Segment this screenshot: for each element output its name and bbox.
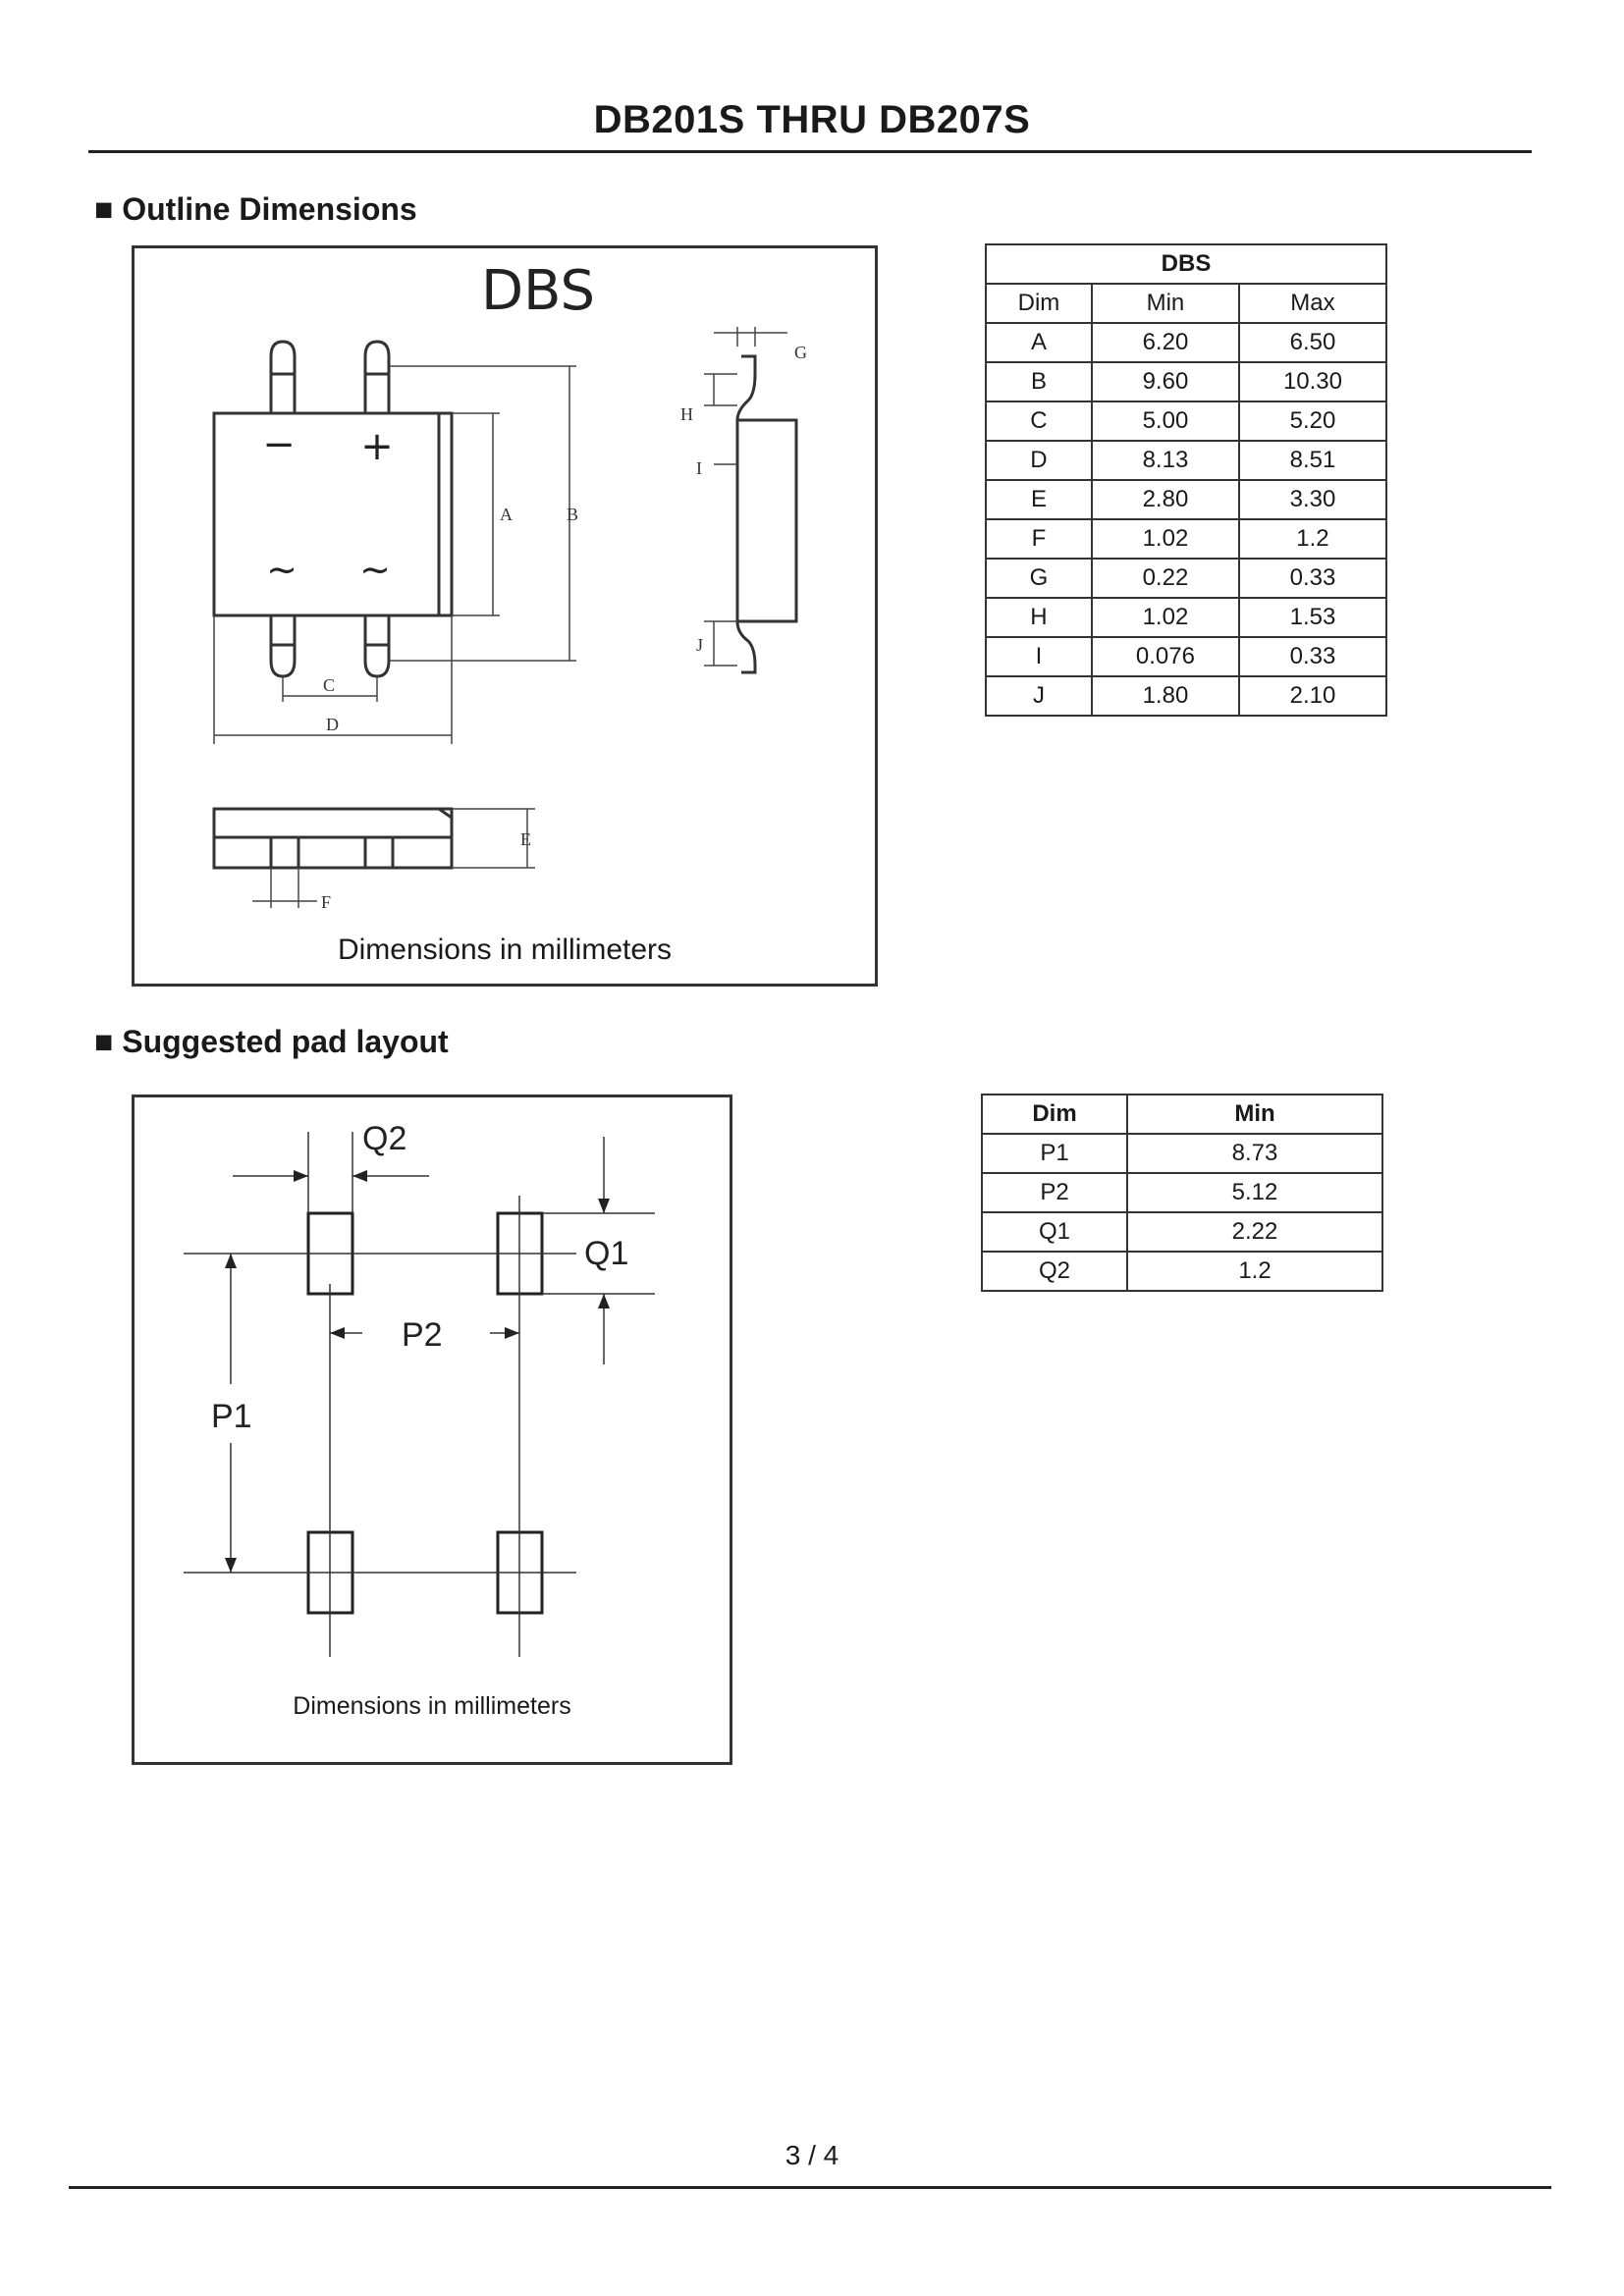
cell-min: 8.73 bbox=[1126, 1133, 1383, 1174]
column-header: Min bbox=[1126, 1094, 1383, 1135]
dim-label-c: C bbox=[323, 675, 335, 695]
cell-dim: D bbox=[985, 440, 1093, 481]
cell-min: 1.02 bbox=[1090, 597, 1240, 638]
cell-min: 1.2 bbox=[1126, 1251, 1383, 1292]
cell-max: 2.10 bbox=[1237, 675, 1388, 717]
table-header-row: Dim Min Max bbox=[985, 283, 1388, 324]
cell-dim: J bbox=[985, 675, 1093, 717]
cell-max: 1.2 bbox=[1237, 518, 1388, 560]
cell-dim: Q2 bbox=[981, 1251, 1128, 1292]
cell-max: 6.50 bbox=[1237, 322, 1388, 363]
dim-label-d: D bbox=[326, 715, 339, 734]
package-body bbox=[212, 411, 454, 617]
cell-dim: A bbox=[985, 322, 1093, 363]
pad-caption: Dimensions in millimeters bbox=[293, 1692, 571, 1720]
package-label: DBS bbox=[481, 259, 595, 323]
cell-min: 9.60 bbox=[1090, 361, 1240, 402]
pad-drawing-svg: Q2 Q1 P2 P1 bbox=[184, 1120, 655, 1657]
table-group-row: DBS bbox=[985, 243, 1387, 285]
cell-dim: P2 bbox=[981, 1172, 1128, 1213]
cell-min: 5.12 bbox=[1126, 1172, 1383, 1213]
dim-label-b: B bbox=[567, 505, 578, 524]
pin-minus-symbol: − bbox=[262, 422, 296, 467]
outline-drawing: A B C D E F G H I J − + ~ ~ DBS Dimensio… bbox=[132, 245, 878, 987]
table-group-header: DBS bbox=[985, 243, 1387, 285]
label-q2: Q2 bbox=[362, 1120, 406, 1157]
dim-label-a: A bbox=[500, 505, 513, 524]
cell-max: 8.51 bbox=[1237, 440, 1388, 481]
cell-min: 0.22 bbox=[1090, 558, 1240, 599]
column-header: Dim bbox=[985, 283, 1093, 324]
dim-label-f: F bbox=[321, 892, 331, 912]
cell-min: 8.13 bbox=[1090, 440, 1240, 481]
page-title: DB201S THRU DB207S bbox=[593, 98, 1031, 141]
dim-label-h: H bbox=[680, 404, 693, 424]
cell-dim: C bbox=[985, 400, 1093, 442]
cell-dim: F bbox=[985, 518, 1093, 560]
label-p2: P2 bbox=[402, 1316, 443, 1354]
dim-label-j: J bbox=[696, 635, 703, 655]
label-q1: Q1 bbox=[584, 1235, 628, 1272]
cell-dim: B bbox=[985, 361, 1093, 402]
cell-min: 6.20 bbox=[1090, 322, 1240, 363]
column-header: Max bbox=[1237, 283, 1388, 324]
footer-rule bbox=[69, 2186, 1551, 2189]
cell-max: 10.30 bbox=[1237, 361, 1388, 402]
cell-min: 2.22 bbox=[1126, 1211, 1383, 1253]
cell-dim: P1 bbox=[981, 1133, 1128, 1174]
cell-dim: Q1 bbox=[981, 1211, 1128, 1253]
outline-caption: Dimensions in millimeters bbox=[337, 934, 673, 966]
page-number: 3 / 4 bbox=[785, 2140, 839, 2170]
cell-min: 1.80 bbox=[1090, 675, 1240, 717]
table-header-row: Dim Min bbox=[981, 1094, 1383, 1135]
cell-min: 2.80 bbox=[1090, 479, 1240, 520]
cell-min: 1.02 bbox=[1090, 518, 1240, 560]
cell-dim: H bbox=[985, 597, 1093, 638]
cell-max: 0.33 bbox=[1237, 558, 1388, 599]
pin-ac-symbol-1: ~ bbox=[266, 548, 298, 591]
column-header: Min bbox=[1090, 283, 1240, 324]
outline-drawing-svg: A B C D E F G H I J − + ~ ~ DBS bbox=[212, 259, 807, 912]
column-header: Dim bbox=[981, 1094, 1128, 1135]
header-rule bbox=[88, 150, 1532, 153]
pin-plus-symbol: + bbox=[360, 424, 394, 469]
cell-dim: E bbox=[985, 479, 1093, 520]
cell-max: 0.33 bbox=[1237, 636, 1388, 677]
dim-label-e: E bbox=[520, 829, 531, 849]
dim-label-g: G bbox=[794, 343, 807, 362]
pin-ac-symbol-2: ~ bbox=[359, 548, 391, 591]
cell-max: 1.53 bbox=[1237, 597, 1388, 638]
cell-min: 5.00 bbox=[1090, 400, 1240, 442]
dim-label-i: I bbox=[696, 458, 702, 478]
cell-dim: I bbox=[985, 636, 1093, 677]
cell-max: 5.20 bbox=[1237, 400, 1388, 442]
label-p1: P1 bbox=[211, 1398, 252, 1435]
pad-drawing: Q2 Q1 P2 P1 Dimensions in millimeters bbox=[132, 1095, 732, 1765]
outline-heading: ■ Outline Dimensions bbox=[94, 191, 417, 227]
cell-dim: G bbox=[985, 558, 1093, 599]
pad-heading: ■ Suggested pad layout bbox=[94, 1024, 449, 1059]
cell-max: 3.30 bbox=[1237, 479, 1388, 520]
cell-min: 0.076 bbox=[1090, 636, 1240, 677]
